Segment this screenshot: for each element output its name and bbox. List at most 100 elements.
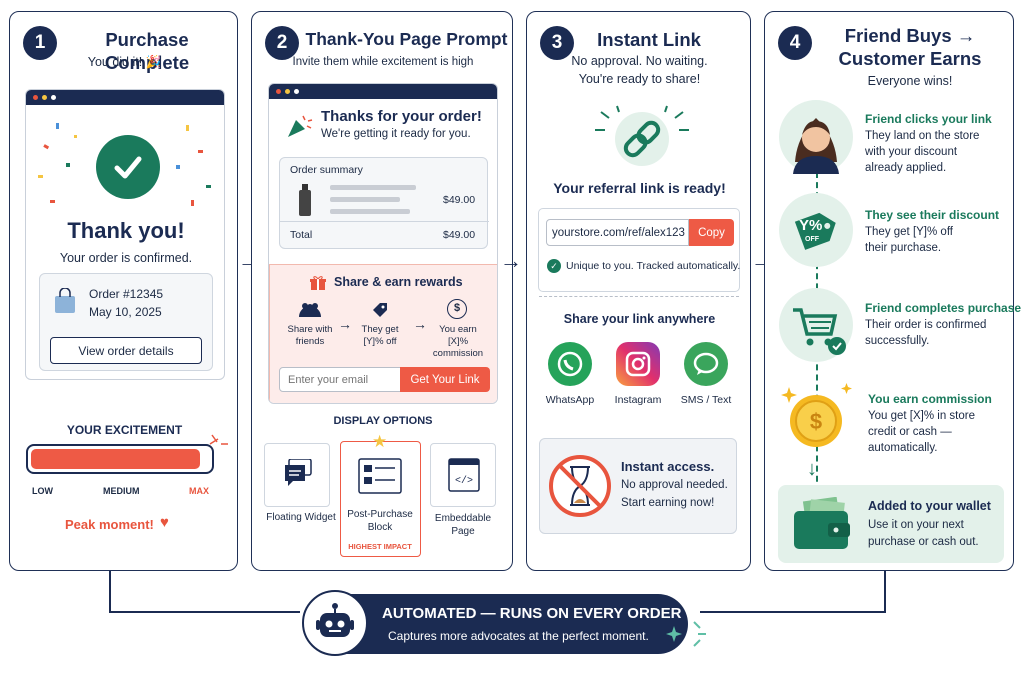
step-subtitle: You did it! 🎉 — [87, 55, 162, 69]
wallet-title: Added to your wallet — [868, 499, 991, 513]
svg-text:$: $ — [810, 409, 822, 434]
display-options-title: DISPLAY OPTIONS — [333, 415, 433, 427]
earn-commission-desc: credit or cash — — [868, 426, 952, 438]
friend-completes-desc: successfully. — [865, 335, 930, 347]
order-confirmed-text: Your order is confirmed. — [59, 251, 193, 265]
wallet-card: Added to your wallet Use it on your next… — [778, 485, 1004, 563]
excitement-meter — [26, 444, 214, 474]
email-input[interactable] — [279, 367, 401, 392]
step-4-panel: 4 Friend Buys → Customer Earns Everyone … — [764, 11, 1021, 571]
meter-medium-label: MEDIUM — [103, 486, 140, 496]
post-purchase-block-option[interactable]: Post-Purchase Block HIGHEST IMPACT — [340, 441, 421, 557]
instant-access-line2: Start earning now! — [621, 497, 715, 509]
party-popper-icon — [288, 115, 313, 137]
step-title: Friend Buys → — [844, 25, 976, 46]
see-discount-desc: They get [Y]% off — [865, 226, 954, 238]
wallet-icon — [794, 497, 850, 549]
meter-max-label: MAX — [189, 486, 209, 496]
friend-clicks-desc: with your discount — [865, 146, 958, 158]
share-earn-box: Share & earn rewards Share with friends … — [269, 264, 497, 403]
friend-completes-title: Friend completes purchase — [865, 301, 1022, 315]
code-page-icon: </> — [448, 458, 480, 492]
thank-you-heading: Thank you! — [67, 218, 185, 243]
dollar-icon: $ — [447, 299, 467, 319]
sms-chat-icon[interactable] — [684, 342, 728, 386]
tag-off-text: OFF — [805, 236, 819, 243]
shopping-cart-icon — [779, 288, 853, 362]
step-title: Instant Link — [597, 29, 701, 50]
total-value: $49.00 — [443, 229, 476, 241]
shopping-bag-icon — [55, 288, 75, 313]
order-number: Order #12345 — [89, 287, 164, 301]
see-discount-desc: their purchase. — [865, 242, 942, 254]
earn-commission-desc: You get [X]% in store — [868, 410, 975, 422]
svg-text:</>: </> — [455, 475, 473, 487]
confetti-decoration — [38, 123, 211, 206]
browser-window: Thank you! Your order is confirmed. Orde… — [25, 89, 225, 380]
friend-completes-desc: Their order is confirmed — [865, 319, 987, 331]
gold-coin-icon: $ — [781, 383, 852, 447]
thanks-subtitle: We're getting it ready for you. — [321, 128, 471, 140]
step-number: 4 — [778, 26, 812, 60]
referral-link-card: yourstore.com/ref/alex123 Copy ✓ Unique … — [538, 208, 740, 292]
automation-subtitle: Captures more advocates at the perfect m… — [388, 629, 649, 643]
sparkle-icon — [666, 621, 706, 647]
step-title: Purchase Complete — [104, 29, 190, 73]
excitement-meter-fill — [31, 449, 201, 469]
floating-widget-option[interactable] — [264, 443, 330, 507]
no-waiting-hourglass-icon — [549, 455, 611, 517]
gift-icon — [310, 276, 326, 290]
order-summary-card: Order summary $49.00 Total $49.00 — [279, 157, 489, 249]
step-commission-label: You earn [X]% commission — [432, 324, 484, 359]
spark-icon — [209, 434, 228, 445]
friend-clicks-title: Friend clicks your link — [865, 112, 992, 126]
order-date: May 10, 2025 — [89, 305, 162, 319]
get-your-link-button[interactable]: Get Your Link — [400, 367, 490, 392]
copy-button[interactable]: Copy — [689, 219, 734, 246]
link-chain-icon — [595, 105, 689, 166]
tag-icon — [373, 303, 387, 317]
earn-commission-desc: automatically. — [868, 442, 938, 454]
placeholder-line — [330, 197, 400, 202]
arrow-right-icon: → — [500, 248, 522, 273]
share-earn-title: Share & earn rewards — [334, 275, 463, 289]
peak-moment-text: Peak moment! — [65, 517, 154, 532]
block-layout-icon — [358, 458, 402, 494]
browser-window: Thanks for your order! We're getting it … — [268, 83, 498, 404]
step-subtitle: Invite them while excitement is high — [292, 56, 474, 68]
order-card: Order #12345 May 10, 2025 View order det… — [39, 273, 213, 371]
robot-icon — [302, 590, 368, 656]
step-title: Customer Earns — [838, 48, 982, 69]
step-subtitle: Everyone wins! — [867, 74, 953, 88]
wallet-desc: purchase or cash out. — [868, 536, 979, 548]
step-number: 1 — [23, 26, 57, 60]
thanks-title: Thanks for your order! — [321, 108, 482, 125]
step-2-panel: 2 Thank-You Page Prompt Invite them whil… — [251, 11, 513, 571]
whatsapp-icon[interactable] — [548, 342, 592, 386]
whatsapp-label: WhatsApp — [545, 394, 595, 406]
automation-title: AUTOMATED — RUNS ON EVERY ORDER — [382, 605, 682, 622]
item-price: $49.00 — [443, 194, 476, 206]
step-share-label: Share with friends — [287, 324, 333, 347]
instagram-icon[interactable] — [616, 342, 660, 386]
highest-impact-badge: HIGHEST IMPACT — [348, 542, 412, 551]
step-title: Thank-You Page Prompt — [305, 29, 508, 49]
arrow-down-icon: ↓ — [807, 458, 817, 480]
share-anywhere-heading: Share your link anywhere — [563, 312, 716, 326]
friend-avatar — [779, 100, 853, 174]
view-order-details-button[interactable]: View order details — [50, 337, 202, 364]
floating-widget-label: Floating Widget — [266, 512, 336, 523]
wallet-desc: Use it on your next — [868, 519, 964, 531]
earn-commission-title: You earn commission — [868, 392, 992, 406]
step-subtitle: No approval. No waiting. — [571, 54, 708, 68]
arrow-right-icon: → — [413, 316, 427, 332]
automation-banner: AUTOMATED — RUNS ON EVERY ORDER Captures… — [312, 594, 688, 654]
step-number: 2 — [265, 26, 299, 60]
star-icon: ★ — [372, 432, 388, 451]
referral-link-field[interactable]: yourstore.com/ref/alex123 — [546, 219, 689, 246]
instagram-label: Instagram — [614, 394, 662, 406]
friend-clicks-desc: They land on the store — [865, 130, 980, 142]
step-discount-label: They get [Y]% off — [361, 324, 399, 347]
embeddable-page-option[interactable]: </> — [430, 443, 496, 507]
placeholder-line — [330, 185, 416, 190]
